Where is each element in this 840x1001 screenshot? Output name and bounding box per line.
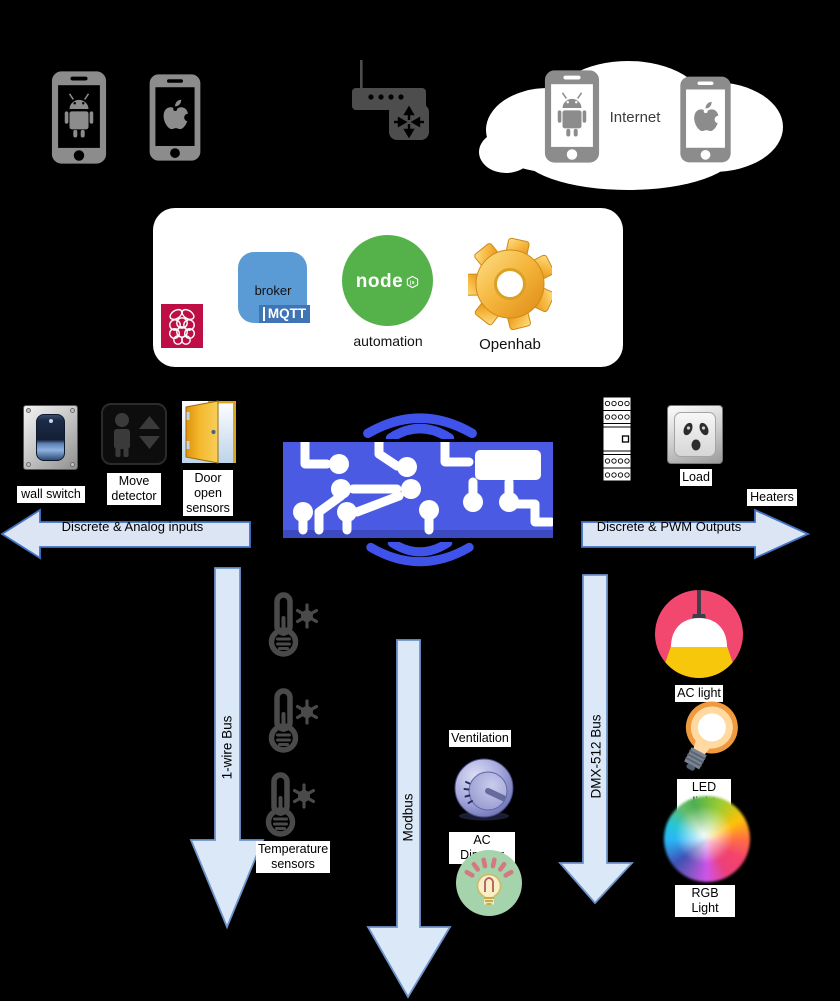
nodejs-logo-text: node	[355, 271, 404, 292]
led-bulb-icon	[668, 698, 740, 778]
one-wire-bus-label: 1-wire Bus	[219, 715, 235, 780]
openhab-gear-icon	[464, 236, 555, 332]
android-phone-cloud-icon	[543, 69, 601, 164]
svg-text:js: js	[409, 280, 415, 286]
dmx-bus-arrow	[558, 573, 635, 905]
modbus-label: Modbus	[400, 793, 416, 842]
temperature-sensors-label: Temperature sensors	[256, 841, 330, 873]
js-hexagon-icon: js	[407, 275, 419, 289]
thermometer-icon	[248, 688, 322, 754]
inputs-arrow	[0, 508, 252, 562]
one-wire-bus-arrow	[188, 566, 266, 930]
wifi-top-icon	[352, 403, 488, 443]
door-open-sensor-icon	[178, 399, 238, 465]
power-outlet-icon	[667, 405, 723, 464]
apple-phone-cloud-icon	[679, 74, 732, 165]
wall-switch-label: wall switch	[17, 486, 85, 503]
ac-light-icon	[655, 590, 743, 678]
wall-switch-icon	[23, 405, 78, 470]
mqtt-banner-text: MQTT	[262, 307, 306, 321]
heaters-label: Heaters	[747, 489, 797, 506]
internet-label: Internet	[609, 109, 661, 126]
thermometer-icon	[245, 772, 319, 838]
din-relay-icon	[602, 396, 632, 482]
door-open-sensor-label: Door open sensors	[183, 470, 233, 517]
mqtt-banner: MQTT	[259, 305, 310, 323]
wifi-bottom-icon	[352, 538, 488, 576]
apple-phone-icon	[147, 73, 203, 162]
openhab-caption: Openhab	[479, 336, 541, 353]
thermometer-icon	[248, 592, 322, 658]
load-label: Load	[680, 469, 712, 486]
ac-dimmer-icon	[455, 849, 523, 917]
controller-board-icon	[283, 437, 556, 538]
rgb-light-icon	[664, 796, 750, 882]
move-detector-label: Move detector	[107, 473, 161, 505]
raspberry-pi-icon	[161, 304, 203, 348]
dmx-bus-label: DMX-512 Bus	[588, 714, 604, 799]
ac-light-label: AC light	[675, 685, 723, 702]
mqtt-broker-label: broker	[254, 283, 292, 298]
router-switch-icon	[348, 58, 432, 142]
modbus-arrow	[366, 638, 452, 999]
rgb-light-label: RGB Light	[675, 885, 735, 917]
nodejs-logo-row: node js	[342, 271, 433, 293]
ventilation-knob-icon	[453, 757, 515, 821]
ventilation-label: Ventilation	[449, 730, 511, 747]
outputs-arrow-label: Discrete & PWM Outputs	[596, 519, 742, 534]
move-detector-icon	[101, 403, 167, 465]
automation-caption: automation	[353, 333, 423, 349]
android-phone-icon	[50, 70, 108, 165]
outputs-arrow	[580, 508, 812, 562]
inputs-arrow-label: Discrete & Analog inputs	[61, 519, 204, 534]
